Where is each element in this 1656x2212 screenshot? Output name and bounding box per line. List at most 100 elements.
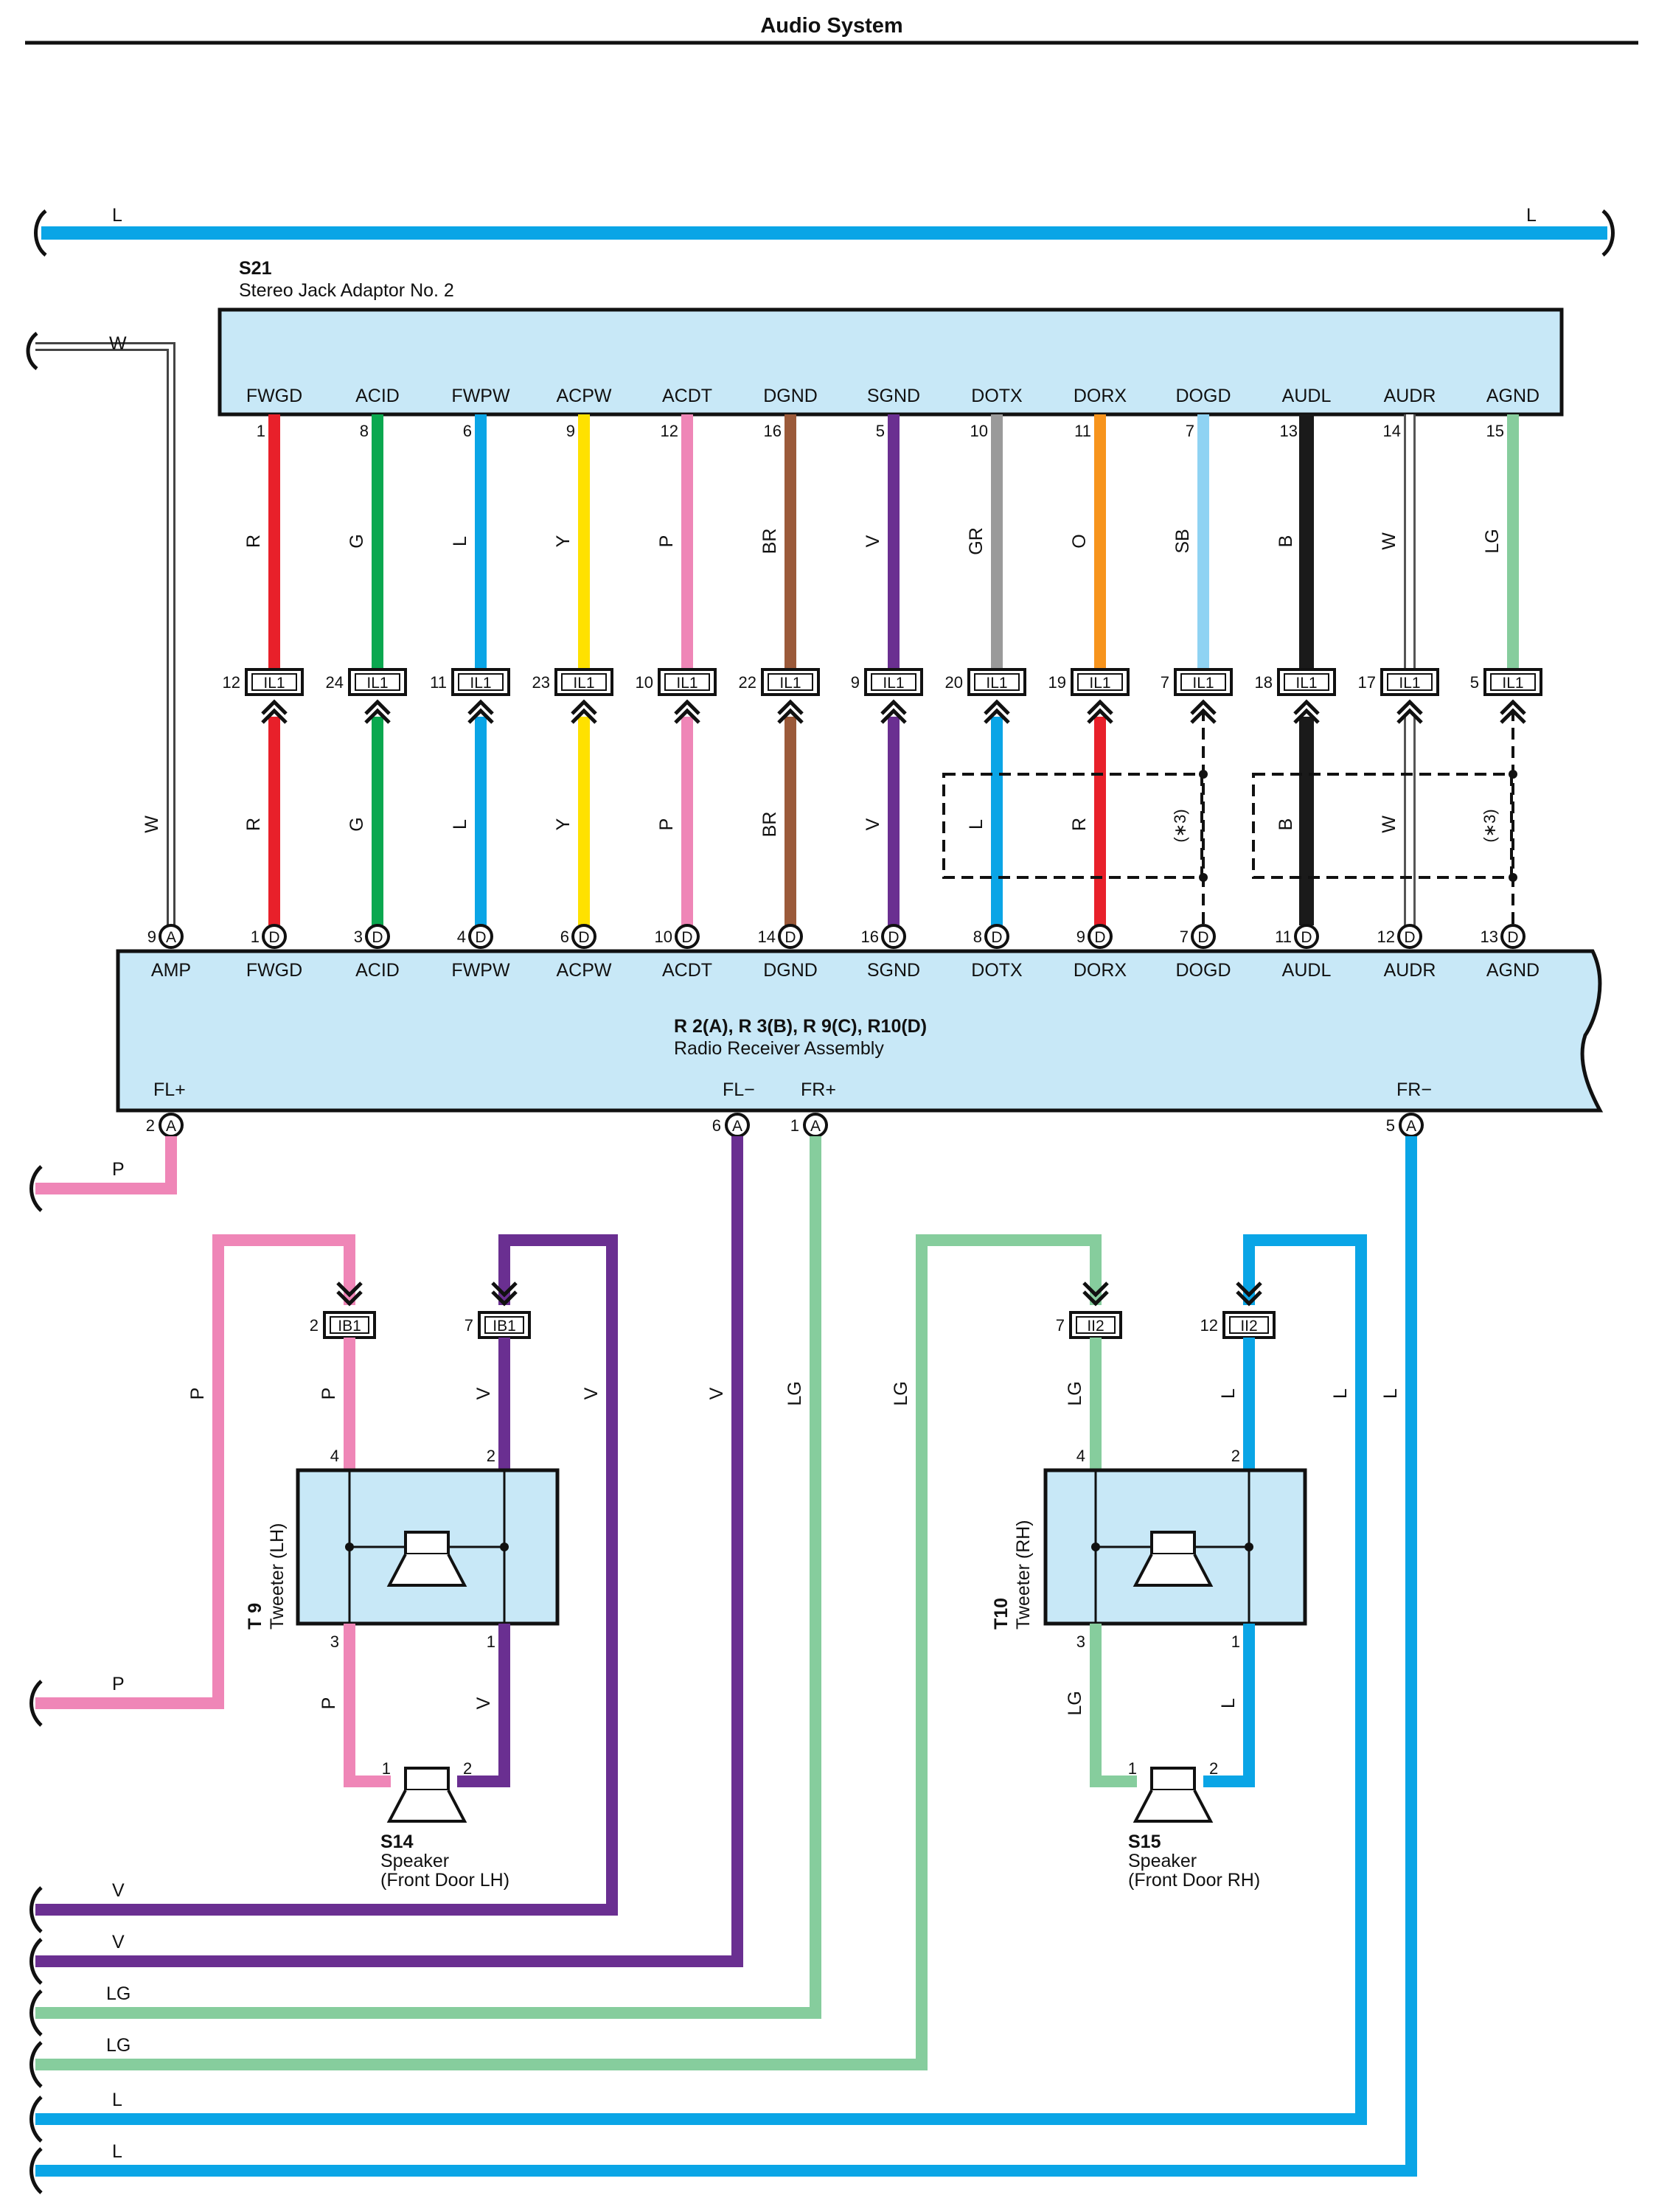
s21-terminal-dogd: DOGD [1176, 386, 1231, 406]
il1-chevron-acid [364, 699, 391, 724]
radio-pin-fwgd: 1 [251, 928, 260, 946]
wire-label-upper-agnd: LG [1482, 529, 1503, 553]
speaker-s14-name: Speaker [380, 1851, 449, 1871]
s21-id: S21 [239, 258, 272, 279]
radio-terminal-sgnd: SGND [867, 960, 920, 981]
radio-terminal-acpw: ACPW [557, 960, 612, 981]
s21-pin-fwpw: 6 [463, 422, 472, 440]
svg-text:IL1: IL1 [1502, 675, 1523, 692]
s21-pin-audr: 14 [1383, 422, 1401, 440]
wire-label-upper-acpw: Y [553, 535, 574, 547]
radio-terminal-audl: AUDL [1282, 960, 1332, 981]
radio-pin-sgnd: 16 [861, 928, 879, 946]
wire-label-flminus: V [706, 1387, 727, 1399]
radio-terminal-fwpw: FWPW [451, 960, 510, 981]
ii2-connector-0: II2 [1069, 1311, 1122, 1339]
radio-connector-dotx: D [984, 924, 1009, 949]
svg-text:IB1: IB1 [338, 1318, 361, 1335]
radio-connector-dogd: D [1191, 924, 1216, 949]
s21-pin-dogd: 7 [1186, 422, 1194, 440]
svg-text:A: A [1406, 1118, 1416, 1135]
tweeter-rh-name: Tweeter (RH) [1013, 1520, 1034, 1630]
radio-id: R 2(A), R 3(B), R 9(C), R10(D) [674, 1016, 927, 1037]
s21-terminal-acpw: ACPW [557, 386, 612, 406]
top-bus-wire: L L [34, 205, 1615, 257]
radio-pin-fwpw: 4 [457, 928, 466, 946]
svg-text:II2: II2 [1240, 1318, 1257, 1335]
radio-pin-acid: 3 [354, 928, 363, 946]
edge-wire-label-3: V [112, 1932, 125, 1952]
output-pin-2: 1 [790, 1116, 799, 1135]
radio-connector-audl: D [1294, 924, 1319, 949]
edge-wire-label-7: L [112, 2141, 122, 2162]
wire-label-upper-fwpw: L [450, 536, 470, 546]
s21-pin-dgnd: 16 [764, 422, 782, 440]
radio-connector-acdt: D [675, 924, 700, 949]
il1-chevron-dorx [1087, 699, 1113, 724]
ii2-connector-1: II2 [1222, 1311, 1276, 1339]
output-connector-3: A [1399, 1113, 1424, 1138]
tweeter-lh-pin-tl: 4 [330, 1447, 339, 1465]
wire-label-tweeter-rh-out-l: L [1218, 1698, 1239, 1708]
svg-text:D: D [991, 929, 1002, 946]
wire-flminus-out [35, 1136, 743, 1967]
il1-connector-sgnd: IL1 [864, 668, 923, 696]
svg-text:D: D [578, 929, 589, 946]
wire-label-tweeter-rh-out-lg: LG [1065, 1691, 1085, 1715]
wire-tweeter-lh-v-feed [35, 1234, 618, 1916]
il1-pin-agnd: 5 [1470, 673, 1479, 692]
wire-tweeter-lh-out-p [344, 1624, 391, 1787]
radio-terminal-acdt: ACDT [662, 960, 712, 981]
wire-frminus-out [35, 1136, 1417, 2177]
wire-label-tweeter-rh-l-feed: L [1330, 1388, 1351, 1399]
svg-text:IL1: IL1 [1089, 675, 1110, 692]
wire-tweeter-lh-out-v [457, 1624, 510, 1787]
s21-terminal-acid: ACID [355, 386, 400, 406]
il1-chevron-audr [1396, 699, 1423, 724]
ib1-chevron-0 [336, 1281, 363, 1307]
s21-pin-sgnd: 5 [876, 422, 885, 440]
s21-pin-fwgd: 1 [257, 422, 265, 440]
tweeter-rh-pin-tr: 2 [1231, 1447, 1240, 1465]
output-pin-1: 6 [712, 1116, 721, 1135]
wire-label-upper-audr: W [1379, 532, 1399, 550]
speaker-s15-name: Speaker [1128, 1851, 1197, 1871]
wire-tweeter-rh-out-lg [1090, 1624, 1137, 1787]
il1-connector-fwgd: IL1 [245, 668, 304, 696]
radio-terminal-agnd: AGND [1486, 960, 1540, 981]
tweeter-rh-id: T10 [991, 1598, 1012, 1630]
output-pin-0: 2 [146, 1116, 155, 1135]
svg-text:IL1: IL1 [676, 675, 697, 692]
il1-connector-acid: IL1 [348, 668, 407, 696]
il1-connector-acdt: IL1 [658, 668, 717, 696]
radio-connector-acid: D [365, 924, 390, 949]
radio-connector-dgnd: D [778, 924, 803, 949]
output-pin-3: 5 [1386, 1116, 1395, 1135]
radio-terminal-dorx: DORX [1074, 960, 1127, 981]
output-terminal-2: FR+ [801, 1079, 836, 1100]
tweeter-lh-pin-br: 1 [487, 1632, 495, 1651]
output-connector-0: A [159, 1113, 184, 1138]
shield-note-1: (∗3) [1171, 809, 1189, 842]
wire-label-upper-fwgd: R [243, 535, 264, 548]
ii2-pin-0: 7 [1056, 1316, 1065, 1335]
radio-connector-acpw: D [571, 924, 596, 949]
wire-label-lower-dgnd: BR [759, 812, 780, 838]
il1-connector-audr: IL1 [1380, 668, 1439, 696]
il1-chevron-dgnd [777, 699, 804, 724]
speaker-s15-id: S15 [1128, 1832, 1161, 1852]
wire-label-frplus: LG [784, 1381, 805, 1405]
radio-connector-dorx: D [1088, 924, 1113, 949]
svg-text:D: D [888, 929, 899, 946]
svg-text:D: D [1197, 929, 1208, 946]
il1-pin-dotx: 20 [945, 673, 963, 692]
s21-pin-dorx: 11 [1074, 422, 1091, 440]
wire-flplus-out [35, 1136, 177, 1194]
s21-terminal-audr: AUDR [1384, 386, 1436, 406]
amp-wire-label-mid: W [142, 815, 162, 833]
wire-label-tweeter-lh-out-v: V [473, 1697, 494, 1709]
wire-label-lower-fwpw: L [450, 819, 470, 830]
wire-label-tweeter-rh-lg-feed: LG [891, 1381, 911, 1405]
